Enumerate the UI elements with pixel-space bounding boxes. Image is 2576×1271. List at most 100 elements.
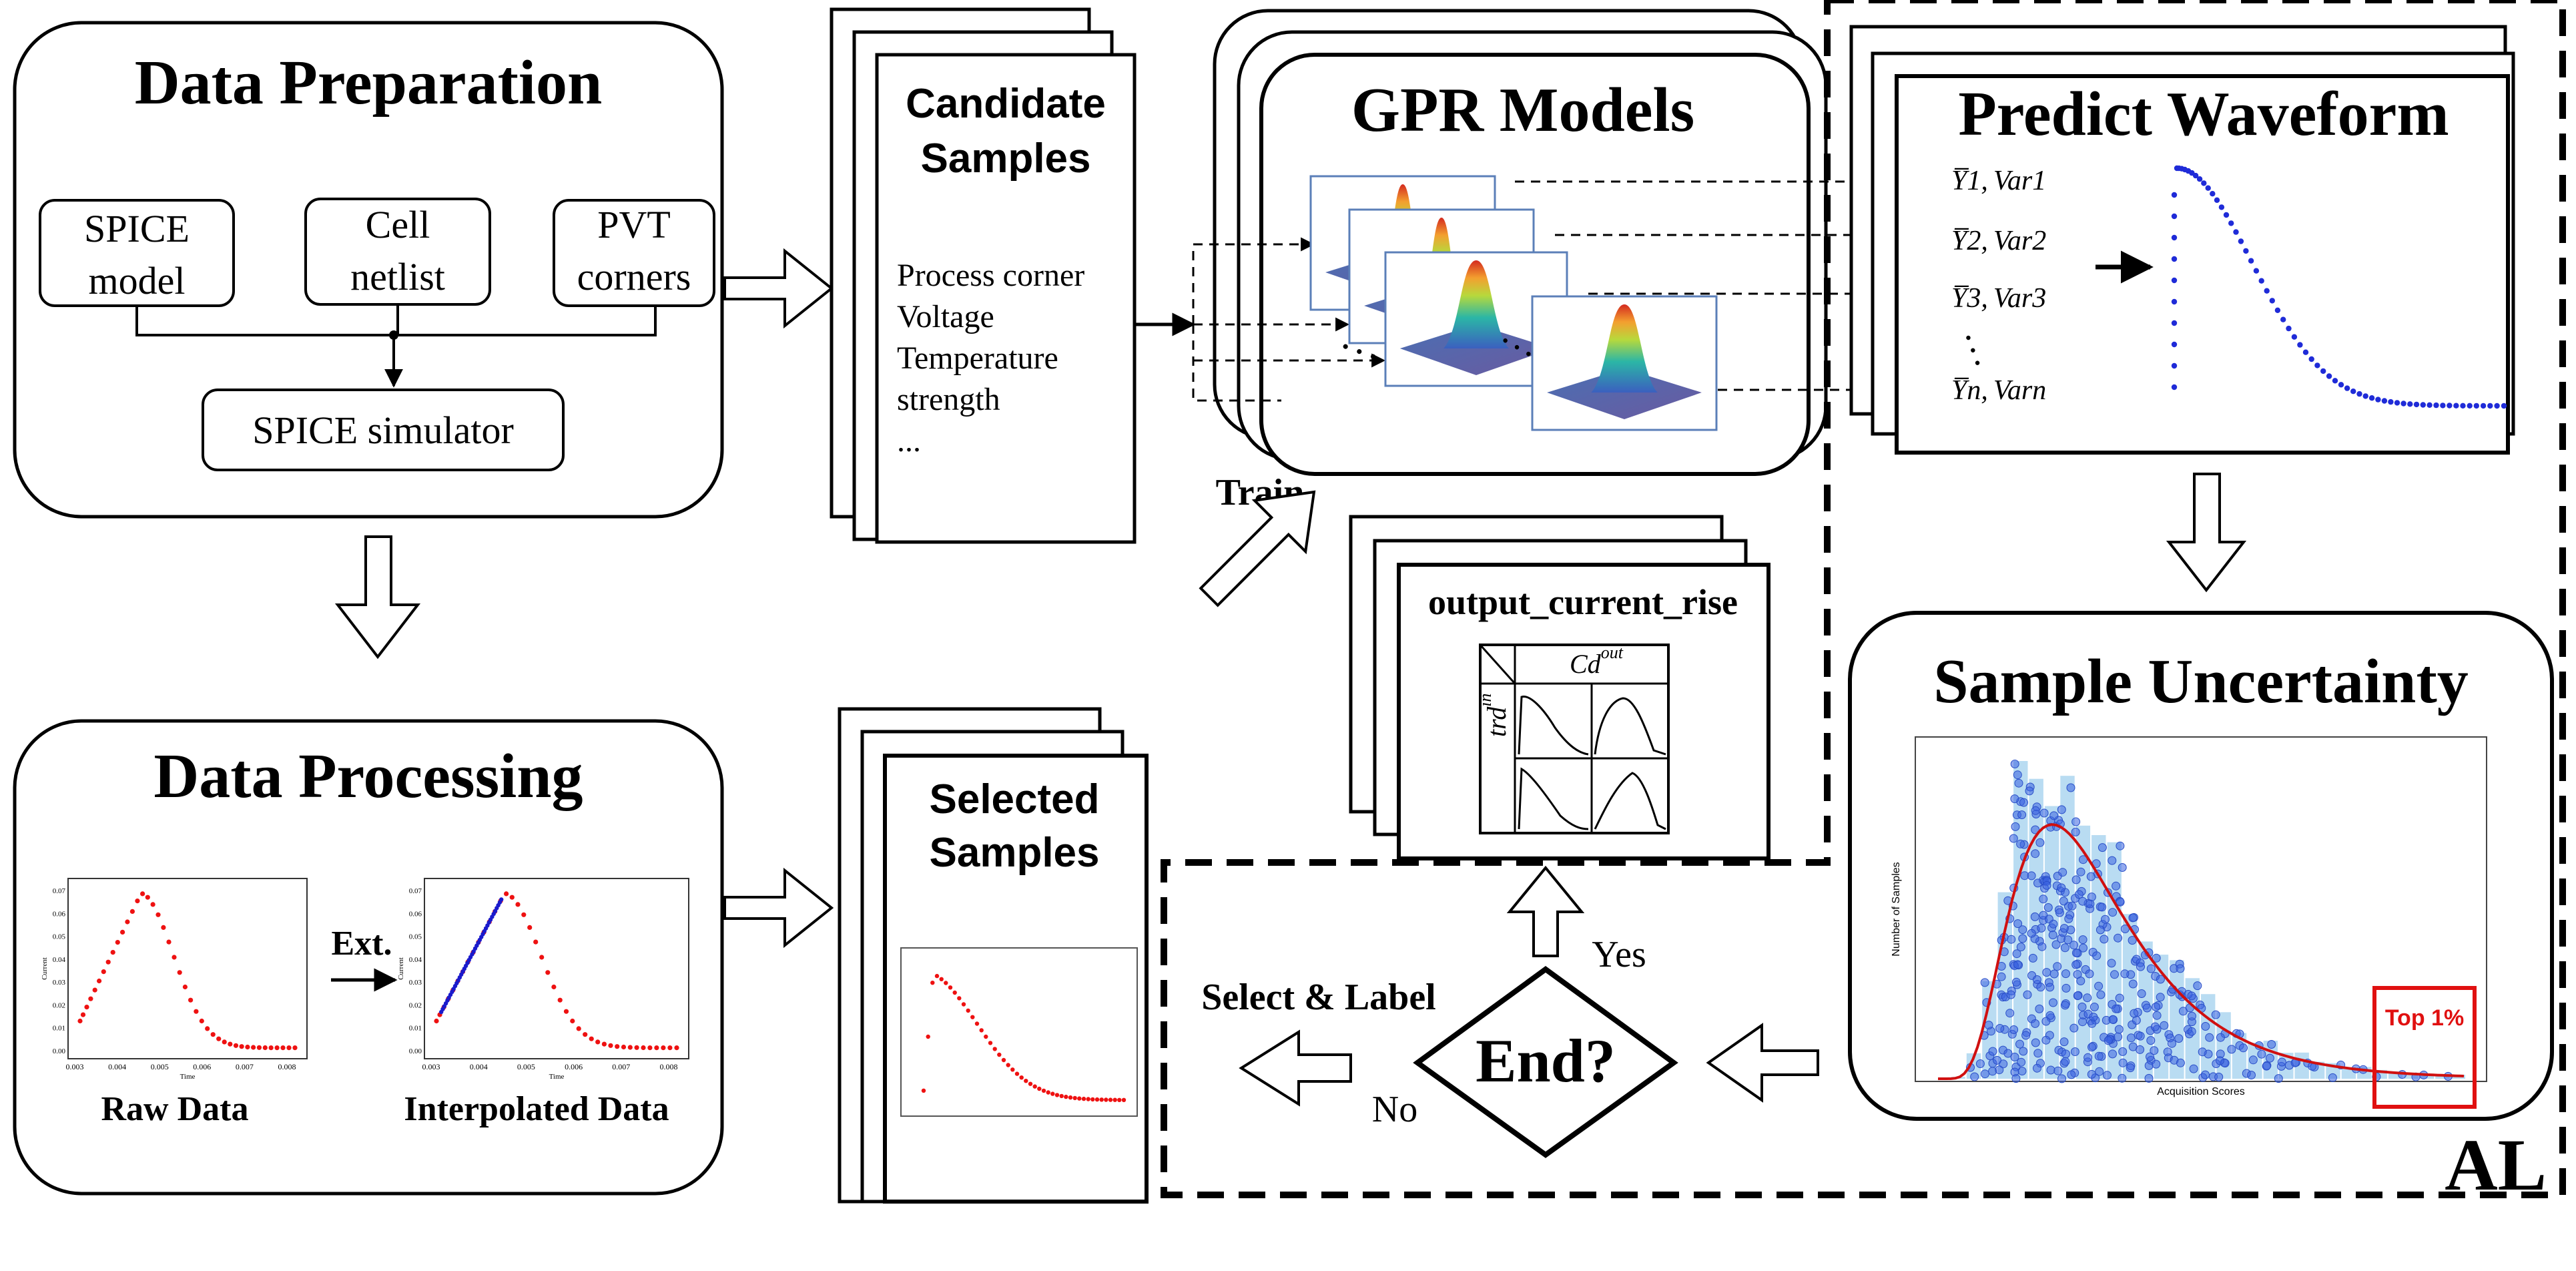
data-point — [576, 1026, 581, 1031]
cell-waveform — [1518, 696, 1589, 756]
histogram-point — [2098, 843, 2107, 852]
histogram-point — [2019, 1047, 2028, 1056]
histogram-point — [2227, 1045, 2236, 1054]
data-point — [262, 1045, 268, 1051]
raw-data-points — [77, 891, 298, 1051]
histogram-point — [2168, 1039, 2176, 1048]
waveform-point — [2192, 172, 2199, 179]
prediction-variance: Var1 — [1993, 166, 2046, 196]
selected-point — [1094, 1097, 1100, 1102]
histogram-point — [2014, 778, 2023, 788]
histogram-point — [2011, 977, 2021, 987]
histogram-point — [2028, 953, 2037, 963]
interpolated-data-caption: Interpolated Data — [404, 1090, 669, 1128]
histogram-point — [2078, 935, 2087, 945]
histogram-point — [2136, 1045, 2145, 1054]
data-point — [539, 955, 545, 960]
histogram-point — [2115, 993, 2124, 1003]
data-point — [621, 1044, 627, 1050]
histogram-point — [2092, 951, 2102, 961]
candidate-item: Process corner — [897, 258, 1084, 293]
selected-point — [939, 977, 944, 982]
waveform-point — [2269, 298, 2275, 304]
selected-point — [1117, 1097, 1122, 1103]
histogram-point — [2176, 1058, 2185, 1067]
y-tick-label: 0.03 — [409, 979, 422, 987]
data-point — [615, 1044, 620, 1049]
waveform-point — [2171, 298, 2178, 305]
no-label: No — [1372, 1089, 1417, 1130]
data-point — [129, 909, 135, 914]
waveform-point — [2196, 176, 2203, 182]
histogram-point — [2067, 1070, 2076, 1079]
histogram-point — [1970, 1072, 1979, 1081]
selected-samples-stack: Selected Samples — [838, 707, 1149, 1204]
histogram-bar — [2154, 955, 2169, 1079]
histogram-point — [2057, 883, 2066, 893]
selected-point — [1010, 1067, 1015, 1072]
histogram-point — [2205, 1033, 2214, 1042]
gpr-models-stack: GPR Models . . . . . . — [1192, 9, 1828, 476]
selected-point — [1072, 1095, 1077, 1101]
histogram-point — [2146, 1036, 2156, 1045]
plot-base — [1547, 368, 1702, 419]
x-tick-label: 0.008 — [278, 1062, 296, 1071]
histogram-point — [2049, 969, 2059, 979]
data-point — [268, 1045, 274, 1051]
selected-point — [944, 981, 948, 985]
prediction-output: Y̅3,Var3 — [1951, 283, 2046, 314]
histogram-point — [2035, 838, 2045, 847]
histogram-point — [1988, 1047, 1997, 1056]
data-point — [595, 1039, 601, 1045]
waveform-point — [2440, 403, 2446, 409]
svg-text:Y̅3,Var3: Y̅3,Var3 — [1951, 283, 2046, 314]
histogram-point — [2150, 1022, 2160, 1031]
histogram-point — [2096, 990, 2106, 999]
histogram-point — [2069, 941, 2078, 950]
data-point — [77, 1018, 83, 1024]
histogram-point — [2216, 1033, 2225, 1042]
prediction-output: Y̅n,Varn — [1951, 375, 2046, 406]
end-decision: End? — [1413, 966, 1678, 1158]
waveform-point — [2223, 212, 2230, 218]
histogram-point — [2012, 949, 2021, 959]
histogram-point — [2071, 960, 2081, 969]
histogram-point — [2201, 1022, 2210, 1031]
spice-model-label-line2: model — [89, 259, 186, 302]
data-point — [188, 997, 194, 1003]
histogram-point — [2061, 1057, 2070, 1066]
waveform-point — [2297, 342, 2303, 348]
svg-text:Cdout: Cdout — [1570, 643, 1624, 679]
histogram-point — [2108, 1015, 2118, 1024]
data-point — [92, 987, 97, 993]
histogram-point — [2064, 914, 2073, 923]
histogram-point — [2257, 1049, 2266, 1059]
data-processing-title: Data Processing — [153, 742, 583, 811]
gpr-models-title: GPR Models — [1351, 75, 1694, 145]
data-point — [182, 984, 188, 990]
histogram-point — [2042, 880, 2051, 890]
predict-waveform-title: Predict Waveform — [1958, 79, 2449, 149]
histogram-point — [2116, 841, 2125, 850]
histogram-point — [2087, 1043, 2096, 1052]
selected-point — [1108, 1097, 1113, 1102]
candidate-samples-title-line2: Samples — [920, 136, 1090, 182]
histogram-point — [2018, 925, 2027, 935]
histogram-point — [2019, 798, 2028, 807]
histogram-point — [2277, 1057, 2286, 1067]
histogram-point — [2087, 1069, 2096, 1079]
data-point — [515, 902, 521, 907]
histogram-point — [2041, 1017, 2051, 1026]
data-point — [161, 925, 166, 930]
histogram-point — [2017, 1057, 2026, 1067]
selected-point — [1046, 1090, 1050, 1095]
x-axis-label: Time — [180, 1073, 196, 1081]
selected-point — [1019, 1075, 1024, 1080]
hollow-arrow-yes — [1506, 865, 1585, 957]
histogram-point — [2071, 827, 2080, 836]
histogram-point — [2046, 1065, 2055, 1075]
data-point — [140, 891, 145, 897]
selected-point — [1032, 1084, 1037, 1089]
